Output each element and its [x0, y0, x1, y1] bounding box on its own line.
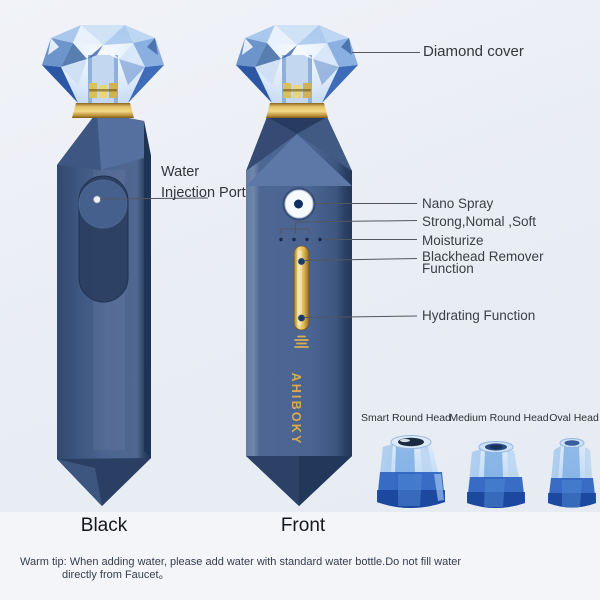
spray-modes-label: Strong,Nomal ,Soft [422, 214, 537, 229]
head-oval [548, 438, 596, 508]
blackhead-line [304, 258, 418, 261]
blackhead-remover-line1: Blackhead Remover [422, 249, 544, 264]
nano-spray-label: Nano Spray [422, 196, 494, 211]
diamond-cover-front [236, 25, 358, 103]
medium-round-head-label: Medium Round Head [449, 412, 549, 424]
head-medium-round [467, 441, 525, 508]
blackhead-remover-line2: Function [422, 260, 474, 276]
oval-head-label: Oval Head [549, 412, 599, 424]
water-port-hole [93, 195, 102, 204]
diamond-cover-left [42, 25, 164, 103]
hydrating-function-label: Hydrating Function [422, 308, 536, 323]
slider-track [293, 245, 310, 331]
water-injection-port-line2: Injection Port [161, 184, 246, 201]
black-view-label: Black [80, 515, 128, 536]
slider-dot-blackhead [298, 258, 305, 265]
diamond-cover-label: Diamond cover [423, 43, 524, 60]
mist-icon [294, 335, 309, 348]
warm-tip-line1: Warm tip: When adding water, please add … [20, 556, 462, 568]
spray-modes-bracket [280, 220, 418, 234]
device-front-view: AHIBOKY [236, 25, 358, 506]
mode-indicator-dots [279, 237, 322, 242]
slider-dot-hydrating [298, 314, 305, 322]
gold-collar-front [266, 103, 328, 118]
front-view-label: Front [280, 515, 326, 536]
warm-tip-line2: directly from Faucet。 [62, 568, 170, 581]
footer-strip [0, 512, 600, 600]
water-port-line [99, 197, 209, 200]
hydrating-line [304, 315, 418, 318]
gold-collar-left [72, 103, 134, 118]
smart-round-head-label: Smart Round Head [361, 412, 451, 424]
blackhead-remover-label: Blackhead Remover Function [422, 249, 544, 276]
brand-text: AHIBOKY [289, 372, 303, 445]
water-injection-port-line1: Water [161, 164, 200, 180]
spray-button-dot [294, 199, 303, 209]
head-smart-round [377, 435, 445, 508]
moisturize-label: Moisturize [422, 232, 484, 248]
warm-tip: Warm tip: When adding water, please add … [20, 556, 461, 581]
device-black-view [42, 25, 164, 506]
water-injection-port-label: Water Injection Port [161, 162, 246, 203]
water-port-disc [79, 180, 127, 228]
callout-lines [99, 52, 420, 318]
